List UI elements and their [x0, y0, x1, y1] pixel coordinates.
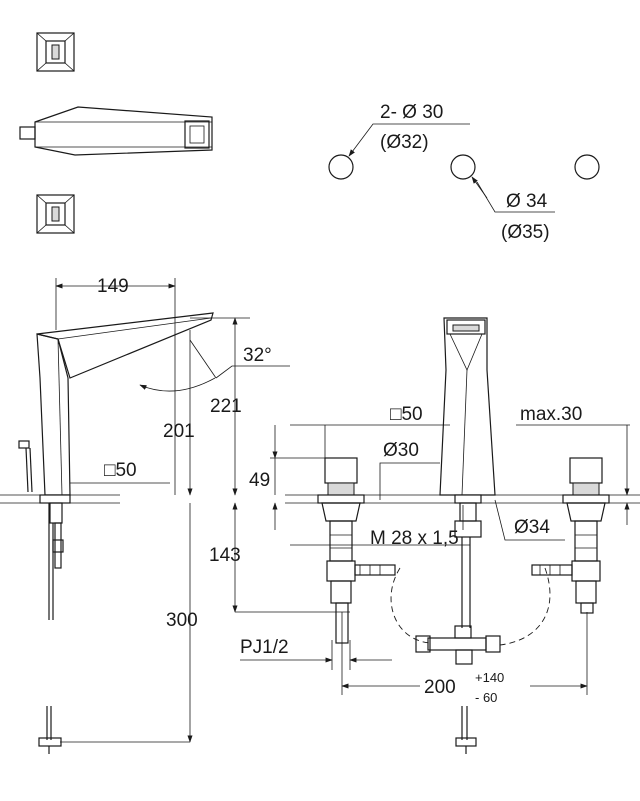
hole-right: [574, 154, 600, 180]
dim-143: 143: [209, 545, 241, 566]
dim-300: 300: [166, 610, 198, 631]
left-handle-valve: [317, 457, 396, 644]
dim-angle: 32°: [243, 345, 272, 366]
dim-thread: M 28 x 1,5: [370, 528, 459, 549]
hole-left: [328, 154, 354, 180]
hole-pattern: [328, 123, 600, 213]
center-spout-front-view: [415, 317, 501, 754]
dim-square50-right: □50: [390, 404, 423, 425]
top-view-handle-icon: [36, 32, 75, 72]
right-dimensions: [240, 424, 630, 695]
dim-spacing: 200: [424, 677, 456, 698]
dim-dia34: Ø34: [514, 517, 550, 538]
right-handle-valve: [531, 457, 610, 614]
dim-dia30: Ø30: [383, 440, 419, 461]
dim-square50-left: □50: [104, 460, 137, 481]
dim-49: 49: [249, 470, 270, 491]
dim-spout-reach: 149: [97, 276, 129, 297]
left-dimensions: [55, 278, 350, 743]
dim-221: 221: [210, 396, 242, 417]
dim-spacing-tol-minus: - 60: [475, 690, 497, 705]
hose-right-dashed: [499, 567, 551, 646]
dim-spacing-tol-plus: +140: [475, 670, 504, 685]
hole-small-dia-label: 2- Ø 30: [380, 102, 443, 123]
side-view-spout-icon: [19, 106, 213, 156]
top-view-handle-2-icon: [36, 194, 75, 234]
hole-center: [450, 154, 476, 180]
basin-mixer-side-view: [18, 312, 214, 754]
hole-small-dia-alt-label: (Ø32): [380, 132, 429, 153]
dim-pj: PJ1/2: [240, 637, 289, 658]
hole-large-dia-alt-label: (Ø35): [501, 222, 550, 243]
hose-left-dashed: [390, 567, 431, 644]
dim-201: 201: [163, 421, 195, 442]
hole-large-dia-label: Ø 34: [506, 191, 548, 212]
dim-max30: max.30: [520, 404, 582, 425]
